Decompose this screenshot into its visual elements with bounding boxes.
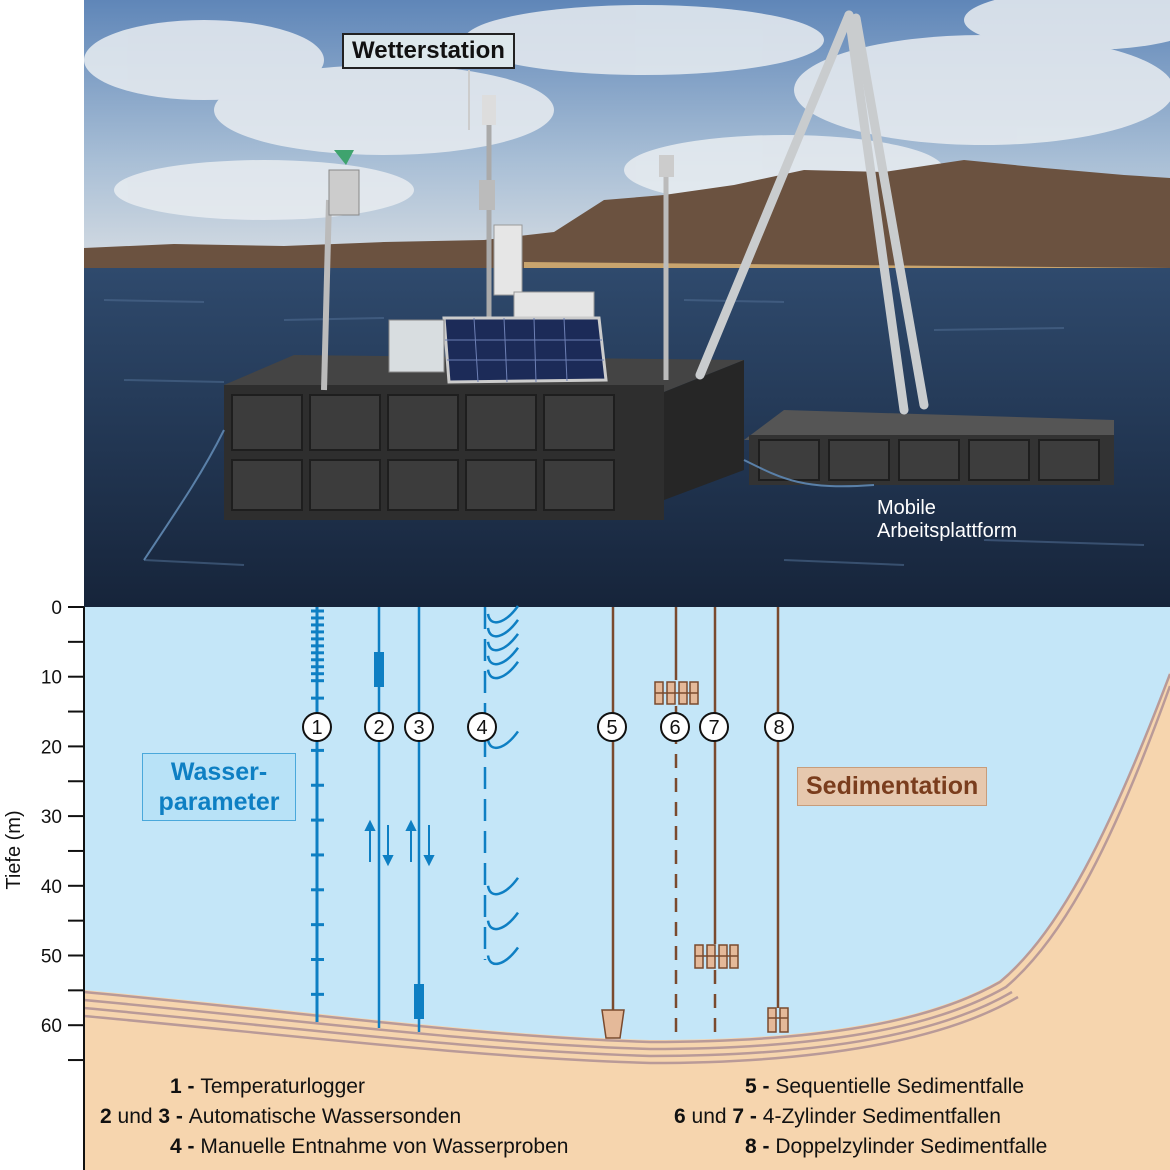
water-parameter-label: Wasser- parameter <box>142 753 296 821</box>
weather-station-label: Wetterstation <box>342 33 515 69</box>
instrument-marker-number: 3 <box>413 717 424 739</box>
sample-bottle <box>486 647 520 666</box>
legend-num: 3 <box>158 1105 171 1128</box>
sedimentation-label: Sedimentation <box>797 767 988 806</box>
legend-sep: - <box>181 1135 201 1158</box>
sample-bottle <box>486 605 520 624</box>
legend-text: Automatische Wassersonden <box>188 1105 462 1128</box>
legend-item-1: 1 - Temperaturlogger <box>170 1075 365 1099</box>
water-probe-3 <box>414 607 424 1032</box>
instrument-marker-circle <box>660 712 690 742</box>
double-cylinder-trap <box>767 607 789 1033</box>
sample-bottle <box>486 660 520 680</box>
instrument-marker-circle <box>404 712 434 742</box>
legend-text: Temperaturlogger <box>200 1075 365 1098</box>
instrument-marker-number: 7 <box>708 717 719 739</box>
cylinder-trap-6 <box>654 607 699 1042</box>
legend-mid: und <box>685 1105 733 1128</box>
legend-num: 5 <box>745 1075 757 1098</box>
rain-gauge <box>321 150 360 391</box>
instrument-marker-circle <box>699 712 729 742</box>
instrument-marker-number: 5 <box>606 717 617 739</box>
photo-illustration <box>84 0 1170 607</box>
sample-bottle <box>486 877 520 896</box>
legend-item-6: 6 und 7 - 4-Zylinder Sedimentfallen <box>674 1105 1001 1129</box>
instrument-marker-number: 6 <box>669 717 680 739</box>
legend-num: 1 <box>170 1075 182 1098</box>
manual-water-sampling <box>483 605 520 966</box>
sample-bottle <box>486 633 520 652</box>
instrument-marker-circle <box>364 712 394 742</box>
legend-num: 8 <box>745 1135 757 1158</box>
ropes <box>143 429 875 561</box>
legend-item-8: 8 - Doppelzylinder Sedimentfalle <box>745 1135 1047 1159</box>
instrument-marker-circle <box>597 712 627 742</box>
lake-basin-sediment <box>84 672 1170 1170</box>
sediment-layers <box>83 673 1170 1065</box>
legend-sep: - <box>170 1105 189 1128</box>
legend-num: 2 <box>100 1105 112 1128</box>
tripod-crane <box>695 10 929 415</box>
sample-bottle <box>486 911 520 931</box>
legend-item-5: 5 - Sequentielle Sedimentfalle <box>745 1075 1024 1099</box>
platform-label-line2: Arbeitsplattform <box>877 520 1018 542</box>
sample-bottle <box>486 619 520 638</box>
sequential-sediment-trap <box>601 607 625 1039</box>
instrument-marker-circle <box>467 712 497 742</box>
water-label-line2: parameter <box>158 788 280 816</box>
floating-platform <box>224 355 1114 520</box>
cylinder-trap-7 <box>694 607 739 1042</box>
y-axis-label: Tiefe (m) <box>3 810 25 889</box>
y-tick-label: 0 <box>51 598 62 619</box>
instrument-marker-number: 8 <box>773 717 784 739</box>
sensor-pole <box>659 155 674 380</box>
platform-label-line1: Mobile <box>877 497 936 519</box>
y-tick-label: 60 <box>41 1016 62 1037</box>
legend-sep: - <box>756 1135 776 1158</box>
instrument-marker-circle <box>302 712 332 742</box>
legend-sep: - <box>744 1105 763 1128</box>
legend-item-2: 2 und 3 - Automatische Wassersonden <box>100 1105 461 1129</box>
legend-num: 7 <box>732 1105 745 1128</box>
sample-bottle <box>486 946 520 966</box>
temperature-logger-chain <box>311 607 324 1022</box>
legend-text: Sequentielle Sedimentfalle <box>775 1075 1025 1098</box>
y-tick-label: 20 <box>41 737 62 758</box>
legend-text: Doppelzylinder Sedimentfalle <box>775 1135 1048 1158</box>
water-label-line1: Wasser- <box>170 758 268 786</box>
lake-platform-photo <box>84 0 1170 607</box>
legend-sep: - <box>181 1075 201 1098</box>
legend-num: 4 <box>170 1135 182 1158</box>
y-tick-label: 50 <box>41 947 62 968</box>
legend-sep: - <box>756 1075 776 1098</box>
water-probe-2 <box>374 607 384 1028</box>
mobile-platform-label: Mobile Arbeitsplattform <box>877 497 1017 543</box>
instrument-marker-number: 4 <box>476 717 487 739</box>
vertical-movement-arrows <box>364 819 435 867</box>
legend-item-4: 4 - Manuelle Entnahme von Wasserproben <box>170 1135 568 1159</box>
legend-num: 6 <box>674 1105 686 1128</box>
instrument-marker-number: 1 <box>311 717 322 739</box>
legend-text: 4-Zylinder Sedimentfallen <box>762 1105 1001 1128</box>
solar-panel <box>388 316 608 384</box>
sample-bottle <box>486 730 520 750</box>
y-tick-label: 30 <box>41 807 62 828</box>
y-tick-label: 40 <box>41 877 62 898</box>
legend-mid: und <box>111 1105 159 1128</box>
instrument-marker-number: 2 <box>373 717 384 739</box>
instrument-marker-circle <box>764 712 794 742</box>
y-tick-label: 10 <box>41 668 62 689</box>
legend-text: Manuelle Entnahme von Wasserproben <box>200 1135 569 1158</box>
